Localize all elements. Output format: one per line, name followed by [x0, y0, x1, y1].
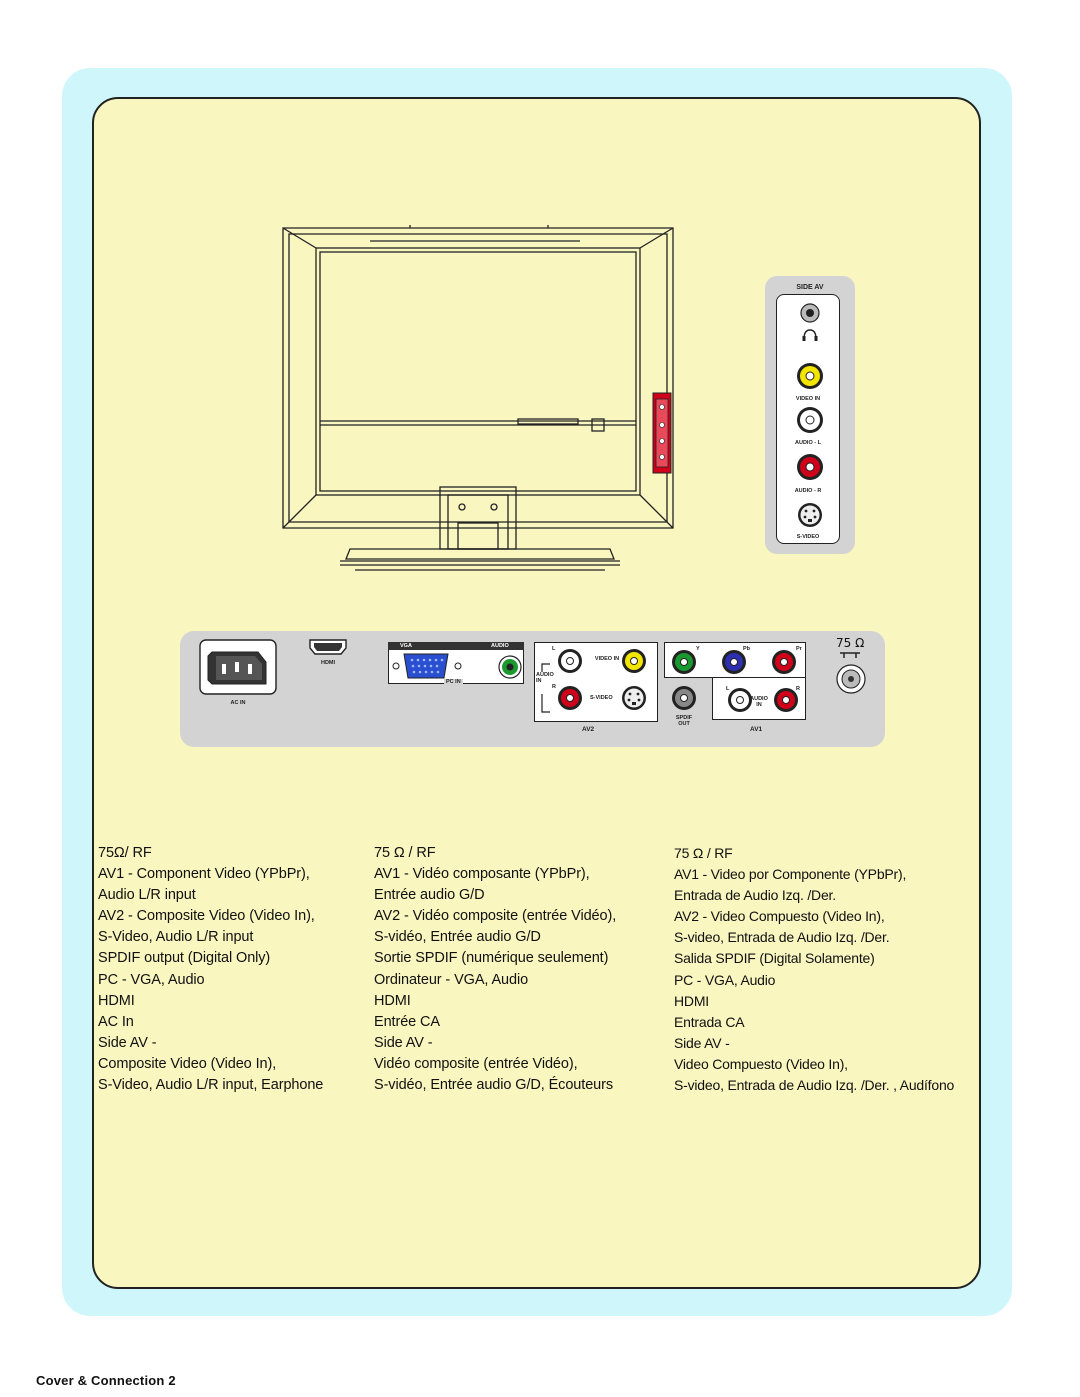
legend-line: Vidéo composite (entrée Vidéo),: [374, 1055, 578, 1072]
legend-line: AV2 - Vidéo composite (entrée Vidéo),: [374, 908, 617, 925]
av1-connectors: [672, 650, 798, 712]
av2-audio-in-label: AUDIO IN: [536, 672, 554, 684]
av1-r-label: R: [796, 686, 800, 692]
headphone-icon: [802, 329, 818, 341]
legend-line: S-Video, Audio L/R input, Earphone: [98, 1077, 324, 1094]
legend-line: AV2 - Composite Video (Video In),: [98, 908, 315, 925]
av2-connectors: [541, 649, 646, 713]
av2-s-video-label: S-VIDEO: [590, 695, 613, 701]
legend-line: Side AV -: [98, 1034, 157, 1051]
legend-line: HDMI: [374, 992, 411, 1009]
vga-label: VGA: [400, 643, 412, 649]
legend-column-english: 75Ω/ RF AV1 - Component Video (YPbPr), A…: [98, 843, 323, 1096]
pc-in-label: PC IN: [444, 679, 463, 685]
legend-line: S-video, Entrada de Audio Izq. /Der. , A…: [674, 1077, 955, 1094]
ac-in-label: AC IN: [230, 700, 246, 706]
av1-audio-in-label: AUDIO IN: [750, 696, 768, 708]
legend-column-french: 75 Ω / RF AV1 - Vidéo composante (YPbPr)…: [374, 843, 616, 1096]
page-footer: Cover & Connection 2: [36, 1373, 176, 1388]
hdmi-port: [309, 639, 347, 655]
legend-line: SPDIF output (Digital Only): [98, 950, 271, 967]
legend-line: Ordinateur - VGA, Audio: [374, 971, 529, 988]
av2-video-in-label: VIDEO IN: [594, 656, 620, 662]
legend-line: AV2 - Video Compuesto (Video In),: [674, 908, 885, 925]
legend-line: AV1 - Vidéo composante (YPbPr),: [374, 866, 590, 883]
legend-line: 75Ω/ RF: [98, 845, 152, 861]
legend-line: Side AV -: [674, 1034, 730, 1051]
legend-line: Entrada de Audio Izq. /Der.: [674, 887, 836, 904]
legend-line: Entrée audio G/D: [374, 887, 485, 904]
audio-label: AUDIO: [491, 643, 509, 649]
legend-line: HDMI: [98, 992, 135, 1009]
vga-audio-connectors: [392, 653, 522, 679]
pc-in-header: [388, 642, 524, 650]
legend-line: PC - VGA, Audio: [674, 971, 776, 988]
side-audio-l-label: AUDIO - L: [795, 440, 821, 446]
legend-line: AV1 - Video por Componente (YPbPr),: [674, 866, 907, 883]
av2-r-label: R: [552, 684, 556, 690]
legend-line: HDMI: [674, 992, 709, 1009]
side-s-video-label: S-VIDEO: [796, 534, 820, 540]
legend-line: Salida SPDIF (Digital Solamente): [674, 950, 875, 967]
ac-in-socket: [199, 639, 277, 695]
side-av-connectors: [797, 303, 823, 527]
side-audio-r-label: AUDIO - R: [794, 488, 822, 494]
legend-line: Entrée CA: [374, 1013, 440, 1030]
antenna-label: 75 Ω: [836, 636, 865, 650]
antenna-connector: [836, 652, 866, 694]
legend-line: Composite Video (Video In),: [98, 1055, 277, 1072]
side-av-inner: [776, 294, 840, 544]
legend-line: 75 Ω / RF: [674, 845, 733, 861]
legend-line: 75 Ω / RF: [374, 845, 436, 861]
pr-label: Pr: [796, 646, 802, 652]
legend-line: AV1 - Component Video (YPbPr),: [98, 866, 310, 883]
av2-l-label: L: [552, 646, 556, 652]
av1-label: AV1: [750, 726, 763, 733]
legend-line: AC In: [98, 1013, 134, 1030]
side-video-in-label: VIDEO IN: [795, 396, 821, 402]
av1-l-label: L: [726, 686, 730, 692]
hdmi-label: HDMI: [320, 660, 336, 666]
pb-label: Pb: [743, 646, 751, 652]
legend-line: Video Compuesto (Video In),: [674, 1055, 848, 1072]
legend-line: S-Video, Audio L/R input: [98, 929, 254, 946]
legend-line: PC - VGA, Audio: [98, 971, 205, 988]
legend-line: Audio L/R input: [98, 887, 196, 904]
y-label: Y: [696, 646, 700, 652]
legend-line: S-vidéo, Entrée audio G/D: [374, 929, 541, 946]
antenna-icon: [840, 652, 860, 658]
legend-column-spanish: 75 Ω / RF AV1 - Video por Componente (YP…: [674, 843, 954, 1096]
tv-rear-illustration: [282, 225, 674, 571]
legend-line: Sortie SPDIF (numérique seulement): [374, 950, 609, 967]
legend-line: S-vidéo, Entrée audio G/D, Écouteurs: [374, 1077, 613, 1094]
legend-line: Side AV -: [374, 1034, 433, 1051]
side-av-title: SIDE AV: [796, 284, 824, 291]
av2-label: AV2: [582, 726, 595, 733]
legend-line: S-video, Entrada de Audio Izq. /Der.: [674, 929, 890, 946]
legend-line: Entrada CA: [674, 1013, 745, 1030]
spdif-out-label: SPDIF OUT: [675, 715, 693, 727]
